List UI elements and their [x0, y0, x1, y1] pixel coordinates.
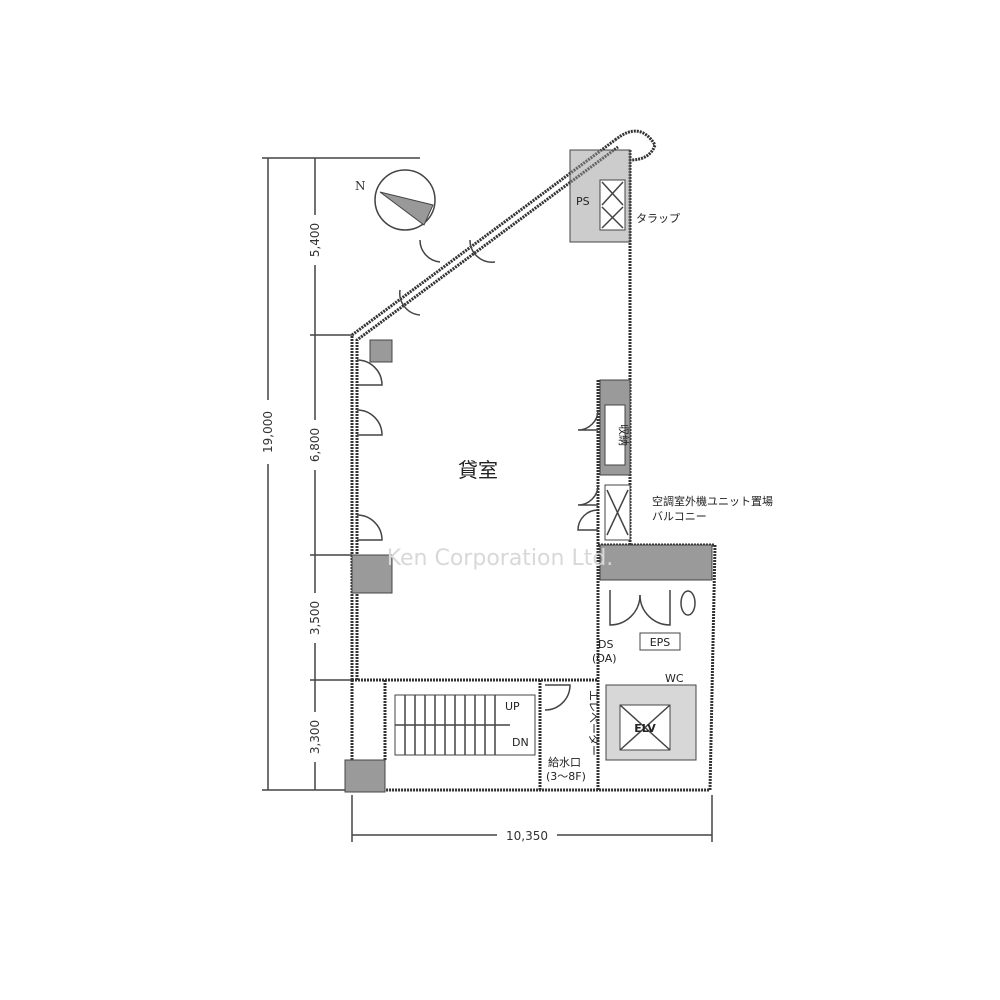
column	[351, 554, 393, 594]
elv-label: ELV	[634, 722, 656, 735]
dim-segment-1: 5,400	[308, 223, 322, 257]
room-label: 貸室	[458, 458, 498, 482]
elevator-hall-label: エレベーター	[587, 690, 600, 756]
ds-label-1: DS	[598, 638, 613, 651]
stairs	[394, 694, 536, 756]
north-compass-icon	[374, 169, 436, 231]
watermark: Ken Corporation Ltd.	[387, 546, 614, 571]
column	[344, 759, 386, 793]
north-label: N	[355, 179, 366, 193]
balcony-label-2: バルコニー	[652, 510, 707, 523]
column	[369, 339, 393, 363]
wc-label: WC	[665, 672, 684, 685]
pipe-space-label: PS	[576, 195, 590, 208]
dim-total-width: 10,350	[506, 829, 548, 843]
stairs-up-label: UP	[505, 700, 520, 713]
dim-total-height: 19,000	[261, 411, 275, 453]
dim-segment-3: 3,500	[308, 601, 322, 635]
balcony-label-1: 空調室外機ユニット置場	[652, 494, 773, 508]
storage-label: 収納	[617, 424, 630, 446]
eps-label: EPS	[650, 636, 671, 649]
core-shaft	[599, 544, 713, 581]
ladder-label: タラップ	[636, 212, 680, 225]
ds-label-2: (OA)	[592, 652, 617, 665]
water-inlet-label-1: 給水口	[548, 755, 581, 769]
stairs-down-label: DN	[512, 736, 529, 749]
doors	[356, 239, 671, 711]
water-inlet-label-2: (3〜8F)	[546, 770, 586, 783]
dim-segment-4: 3,300	[308, 720, 322, 754]
dim-segment-2: 6,800	[308, 428, 322, 462]
toilet-icon	[680, 590, 696, 616]
